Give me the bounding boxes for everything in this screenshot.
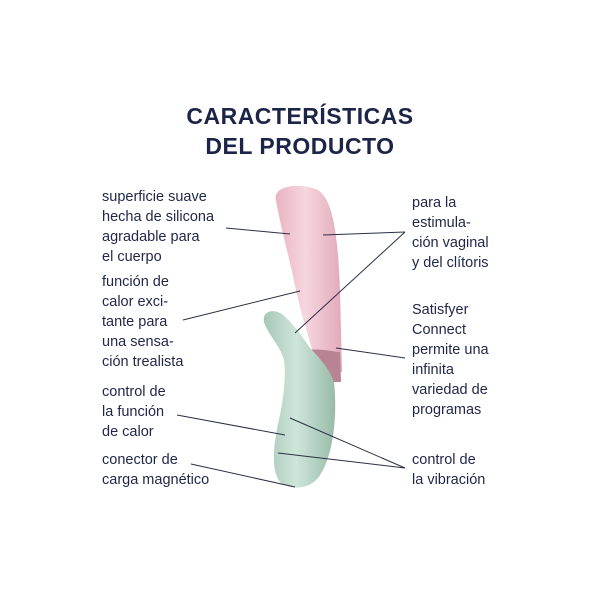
label-line: programas	[412, 402, 482, 418]
label-line: carga magnético	[102, 472, 210, 488]
label-line: Connect	[412, 322, 467, 338]
leader-lines	[176, 227, 406, 488]
label-line: Satisfyer	[412, 302, 469, 318]
label-line: para la	[412, 195, 457, 211]
mint-handle	[263, 311, 336, 488]
label-line: ción trealista	[102, 354, 184, 370]
label-line: y del clítoris	[412, 255, 489, 271]
label-line: variedad de	[412, 382, 488, 398]
label-line: permite una	[412, 342, 489, 358]
label-heat-control: control de la función de calor	[102, 382, 166, 442]
label-line: control de	[102, 384, 166, 400]
label-line: una sensa-	[102, 334, 174, 350]
label-magnetic-connector: conector de carga magnético	[102, 450, 209, 490]
label-vibration-control: control de la vibración	[412, 450, 485, 490]
title-line-1: CARACTERÍSTICAS	[186, 103, 414, 129]
label-line: ción vaginal	[412, 235, 489, 251]
label-line: la función	[102, 404, 165, 420]
label-line: tante para	[102, 314, 168, 330]
title-line-2: DEL PRODUCTO	[205, 133, 395, 159]
label-soft-surface: superficie suave hecha de silicona agrad…	[102, 187, 214, 267]
label-line: estimula-	[412, 215, 471, 231]
label-satisfyer-connect: Satisfyer Connect permite una infinita v…	[412, 300, 489, 420]
label-line: función de	[102, 274, 169, 290]
pink-shaft	[275, 185, 342, 372]
label-line: superficie suave	[102, 189, 207, 205]
label-stimulation: para la estimula- ción vaginal y del clí…	[412, 193, 489, 273]
label-line: hecha de silicona	[102, 209, 215, 225]
label-line: control de	[412, 452, 476, 468]
label-line: calor exci-	[102, 294, 169, 310]
label-line: de calor	[102, 424, 154, 440]
label-line: el cuerpo	[102, 249, 162, 265]
label-line: agradable para	[102, 229, 200, 245]
label-line: infinita	[412, 362, 454, 378]
label-line: conector de	[102, 452, 178, 468]
label-line: la vibración	[412, 472, 486, 488]
label-heat-function: función de calor exci- tante para una se…	[102, 272, 183, 372]
